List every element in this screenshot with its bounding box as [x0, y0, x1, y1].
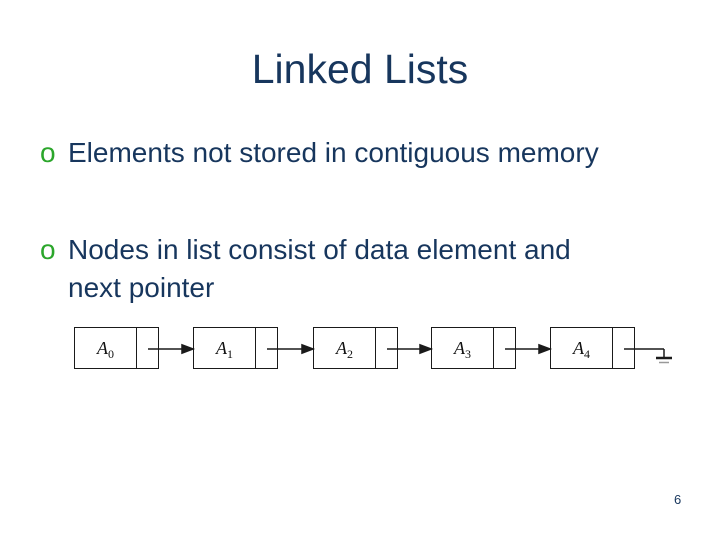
ground-null-icon — [656, 356, 672, 364]
node-data-cell: A1 — [194, 328, 256, 368]
list-node: A4 — [550, 327, 635, 369]
node-label-base: A — [454, 337, 465, 358]
node-label: A0 — [97, 337, 114, 361]
bullet-item: o Elements not stored in contiguous memo… — [40, 134, 599, 172]
node-data-cell: A3 — [432, 328, 494, 368]
node-data-cell: A0 — [75, 328, 137, 368]
list-node: A0 — [74, 327, 159, 369]
node-label: A2 — [336, 337, 353, 361]
node-pointer-cell — [376, 328, 397, 368]
bullet-marker: o — [40, 234, 56, 265]
arrows-layer — [148, 343, 672, 364]
node-label-sub: 3 — [465, 346, 471, 361]
node-label: A1 — [216, 337, 233, 361]
node-label-base: A — [216, 337, 227, 358]
next-pointer-arrow — [148, 343, 196, 355]
node-pointer-cell — [613, 328, 634, 368]
page-title: Linked Lists — [251, 46, 469, 92]
bullet-text: Elements not stored in contiguous memory — [68, 137, 599, 168]
node-label-base: A — [97, 337, 108, 358]
list-node: A2 — [313, 327, 398, 369]
node-data-cell: A2 — [314, 328, 376, 368]
linked-list-diagram: A0 A1 A2 A3 A4 — [60, 318, 700, 380]
node-pointer-cell — [494, 328, 515, 368]
node-label-sub: 1 — [227, 346, 233, 361]
node-label-base: A — [336, 337, 347, 358]
node-label-base: A — [573, 337, 584, 358]
node-pointer-cell — [137, 328, 158, 368]
node-label-sub: 0 — [108, 346, 114, 361]
node-label-sub: 4 — [584, 346, 590, 361]
page-number: 6 — [674, 492, 682, 507]
null-pointer-line — [624, 348, 665, 358]
node-label: A3 — [454, 337, 471, 361]
bullet-text: Nodes in list consist of data element an… — [68, 234, 571, 265]
node-label: A4 — [573, 337, 590, 361]
node-pointer-cell — [256, 328, 277, 368]
next-pointer-arrow — [387, 343, 434, 355]
bullet-text: next pointer — [68, 272, 215, 303]
list-node: A1 — [193, 327, 278, 369]
list-node: A3 — [431, 327, 516, 369]
bullet-marker: o — [40, 137, 56, 168]
next-pointer-arrow — [267, 343, 316, 355]
node-data-cell: A4 — [551, 328, 613, 368]
next-pointer-arrow — [505, 343, 553, 355]
bullet-item: o Nodes in list consist of data element … — [40, 231, 571, 307]
node-label-sub: 2 — [347, 346, 353, 361]
